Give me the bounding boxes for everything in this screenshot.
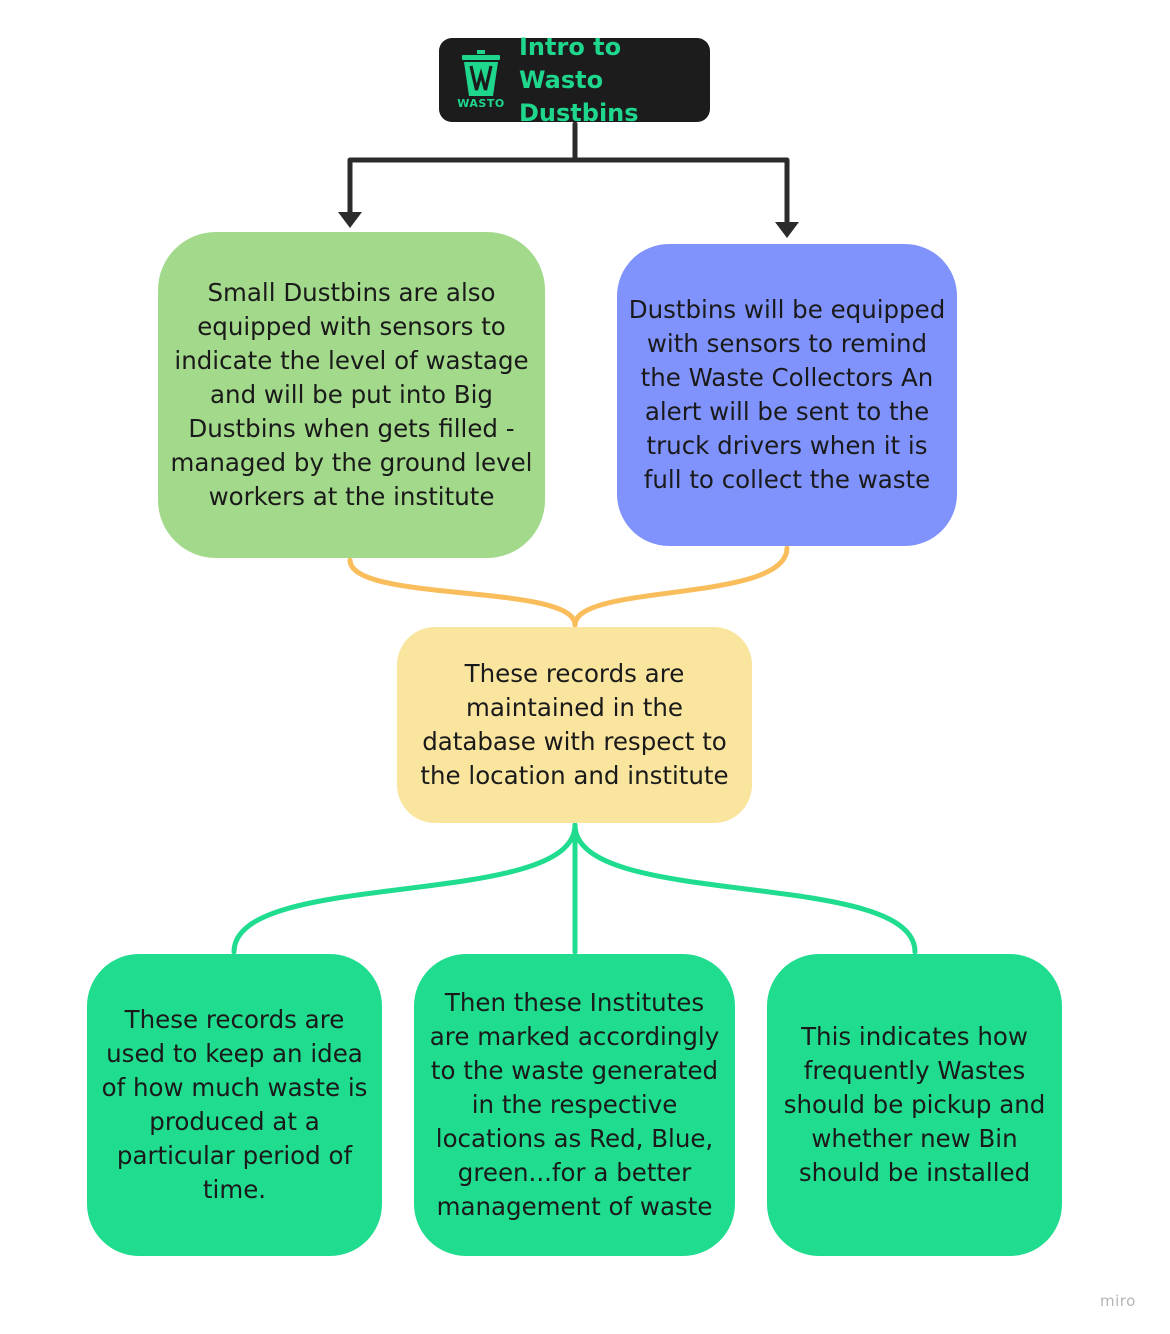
small-dustbins-node[interactable]: Small Dustbins are also equipped with se… bbox=[158, 232, 545, 558]
records-database-node[interactable]: These records are maintained in the data… bbox=[397, 627, 752, 823]
records-idea-node[interactable]: These records are used to keep an idea o… bbox=[87, 954, 382, 1256]
small-dustbins-text: Small Dustbins are also equipped with se… bbox=[170, 278, 533, 511]
branch-connector-left bbox=[231, 822, 578, 955]
pickup-frequency-node[interactable]: This indicates how frequently Wastes sho… bbox=[767, 954, 1062, 1256]
institutes-marked-text: Then these Institutes are marked accordi… bbox=[429, 988, 720, 1221]
dustbins-sensors-text: Dustbins will be equipped with sensors t… bbox=[628, 295, 946, 494]
arrowhead-right-icon bbox=[775, 222, 799, 238]
diagram-title: Intro to Wasto Dustbins bbox=[519, 32, 639, 127]
curve-connector-left bbox=[347, 557, 578, 628]
records-database-text: These records are maintained in the data… bbox=[420, 659, 729, 790]
arrowhead-left-icon bbox=[338, 212, 362, 228]
miro-watermark: miro bbox=[1100, 1292, 1136, 1310]
arrow-connector-left bbox=[347, 121, 578, 221]
title-node[interactable]: WASTO Intro to Wasto Dustbins bbox=[439, 33, 710, 127]
wasto-logo: WASTO bbox=[453, 48, 509, 112]
logo-text: WASTO bbox=[457, 97, 505, 110]
institutes-marked-node[interactable]: Then these Institutes are marked accordi… bbox=[414, 954, 735, 1256]
curve-connector-right bbox=[572, 545, 790, 628]
dustbins-sensors-node[interactable]: Dustbins will be equipped with sensors t… bbox=[617, 244, 957, 546]
pickup-frequency-text: This indicates how frequently Wastes sho… bbox=[783, 1022, 1046, 1187]
records-idea-text: These records are used to keep an idea o… bbox=[101, 1005, 368, 1204]
arrow-connector-right bbox=[572, 157, 790, 231]
branch-connector-right bbox=[572, 822, 918, 955]
dustbin-logo-icon bbox=[462, 50, 500, 96]
